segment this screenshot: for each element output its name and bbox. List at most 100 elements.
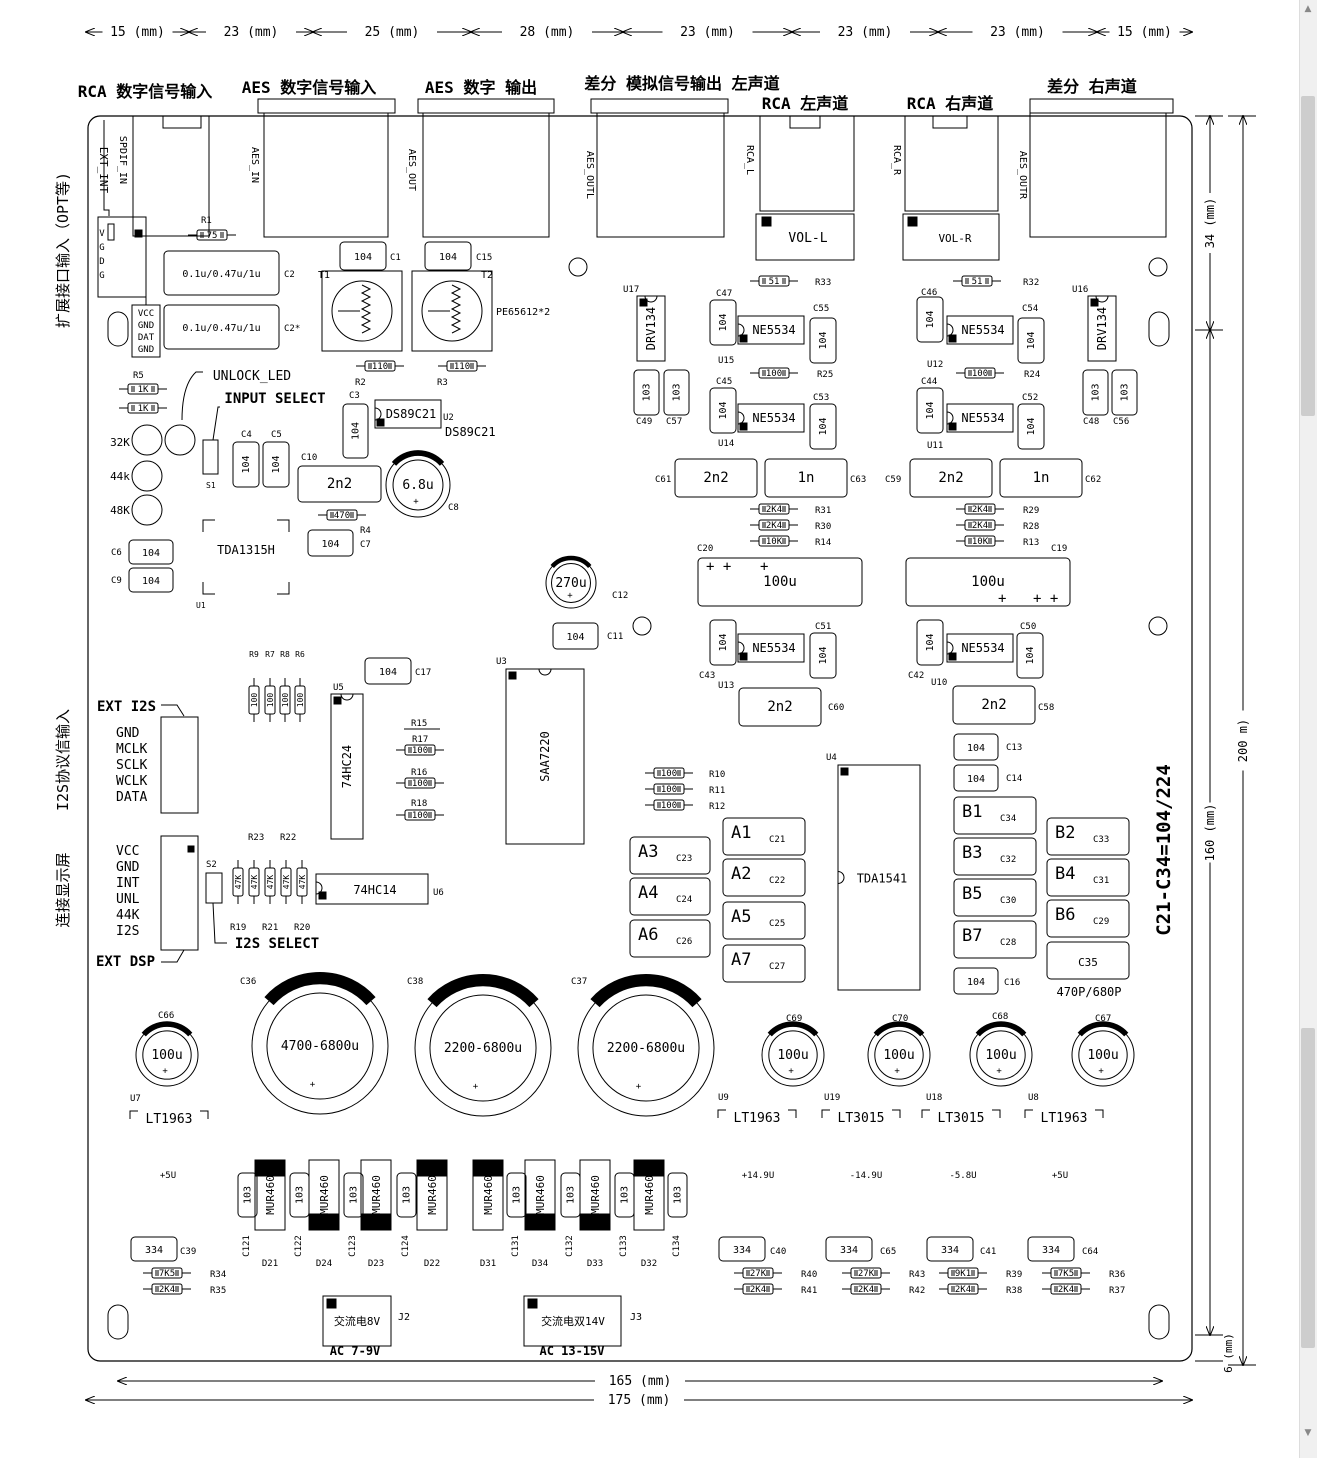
u18-corner-r [992,1109,1001,1118]
ref-c16: C16 [1004,978,1020,988]
c41-value: 334 [941,1245,959,1256]
c70-plus: + [894,1067,900,1077]
ref-c63: C63 [850,475,866,485]
ref-c9: C9 [111,576,122,586]
slot-hole-bottom-right [1148,1304,1170,1340]
c64 [1027,1236,1075,1262]
ext-i2s-wire [161,704,185,717]
cap-c132-value: 103 [566,1186,577,1204]
r47k-3 [280,867,292,897]
u12-label: NE5534 [961,323,1004,337]
c44 [916,387,944,434]
ref-c38: C38 [407,977,423,987]
j3-pin1 [527,1298,538,1309]
r5b [127,402,159,414]
capbox-a2 [722,858,806,897]
r32 [961,275,993,287]
input-select-wire [212,406,220,441]
c14 [953,764,999,792]
label-dsp_header-pins-1: GND [116,860,140,875]
u11-pin1-dot [948,422,957,431]
ref-r13: R13 [1023,538,1039,548]
u2-box [374,399,442,429]
r28-value: 2K4 [972,521,988,531]
c52-value: 104 [1026,417,1037,435]
r31-value: 2K4 [766,505,782,515]
dimension-lines [86,32,1256,1400]
label-ac2-sub: AC 13-15V [539,1344,604,1358]
scrollbar-thumb-top[interactable] [1301,96,1315,416]
u8-corner-r [1095,1109,1104,1118]
label-i2s_select: I2S SELECT [235,936,319,952]
r13 [964,535,996,547]
ref-c121: C121 [242,1235,252,1257]
c57-value: 103 [672,383,683,401]
scrollbar-thumb-bottom[interactable] [1301,1028,1315,1348]
cap-c131 [506,1172,527,1218]
capbox-b2-ref: C33 [1093,835,1109,845]
ref-r30: R30 [815,522,831,532]
label-i2s_header-pins-0: GND [116,726,140,741]
ext-i2s-header [160,716,199,814]
c40-value: 334 [733,1245,751,1256]
dim-dims-top-2: 25 (mm) [365,25,420,40]
c13 [953,733,999,761]
ref-c70: C70 [892,1014,908,1024]
r-r38-value: 2K4 [955,1285,971,1295]
ref-c20: C20 [697,544,713,554]
r-r39-value: 9K1 [955,1269,971,1279]
scroll-up-arrow-icon[interactable]: ▲ [1304,4,1312,14]
dim-dims-right_200: 200 m) [1236,719,1250,762]
c46 [916,296,944,343]
aes-out-connector [422,112,550,238]
r47k-4-value: 47K [298,875,307,890]
c12-inner [551,563,591,603]
u11-label: NE5534 [961,411,1004,425]
ref-r16: R16 [411,768,427,778]
dim-dims-top-6: 23 (mm) [990,25,1045,40]
opt-pin1 [134,229,143,238]
ref-t2: T2 [481,270,493,281]
r47k-4 [296,867,308,897]
label-vol-right: VOL-R [938,232,971,245]
ref-c8: C8 [448,503,459,513]
capbox-a7-id: A7 [731,950,751,970]
r-r36-value: 7K5 [1058,1269,1074,1279]
label-headers-rca_right: RCA 右声道 [907,94,994,113]
ref-c13: C13 [1006,743,1022,753]
label-dsp_header-pins-0: VCC [116,844,139,859]
rca-l-label: RCA_L [744,145,755,175]
r24 [964,367,996,379]
c61 [674,458,758,498]
u7-corner-r [200,1110,209,1119]
capbox-b5 [953,878,1037,917]
cap-c123-value: 103 [349,1186,360,1204]
rca-r-latch [932,115,968,129]
u9-corner-l [717,1109,726,1118]
c57 [663,369,690,416]
dim-dims-right_160: 160 (mm) [1203,804,1217,862]
label-freq_leds-0: 32K [110,436,130,449]
u4 [837,764,921,991]
label-ics-hc14: 74HC14 [353,883,396,897]
ref-c133: C133 [619,1235,629,1257]
capbox-a2-id: A2 [731,864,751,884]
ref-u9: U9 [718,1093,729,1103]
u14-label: NE5534 [752,411,795,425]
label-headers-aes_out: AES 数字 输出 [425,78,537,97]
u16-label: DRV134 [1095,307,1109,350]
u19-corner-l [821,1109,830,1118]
ref-r34: R34 [210,1270,226,1280]
u11-notch [946,411,954,425]
ref-c45: C45 [716,377,732,387]
u12-notch [946,323,954,337]
c36-value: 4700-6800u [281,1039,359,1054]
c19-value: 100u [971,574,1005,590]
scroll-down-arrow-icon[interactable]: ▼ [1304,1428,1312,1438]
aes-out-header [417,98,555,114]
label-pwr_pins-3: GND [138,345,154,355]
aes-in-connector [263,112,389,238]
dim-dims-top-0: 15 (mm) [110,25,165,40]
capbox-a6 [629,919,711,958]
capbox-b5-ref: C30 [1000,896,1016,906]
